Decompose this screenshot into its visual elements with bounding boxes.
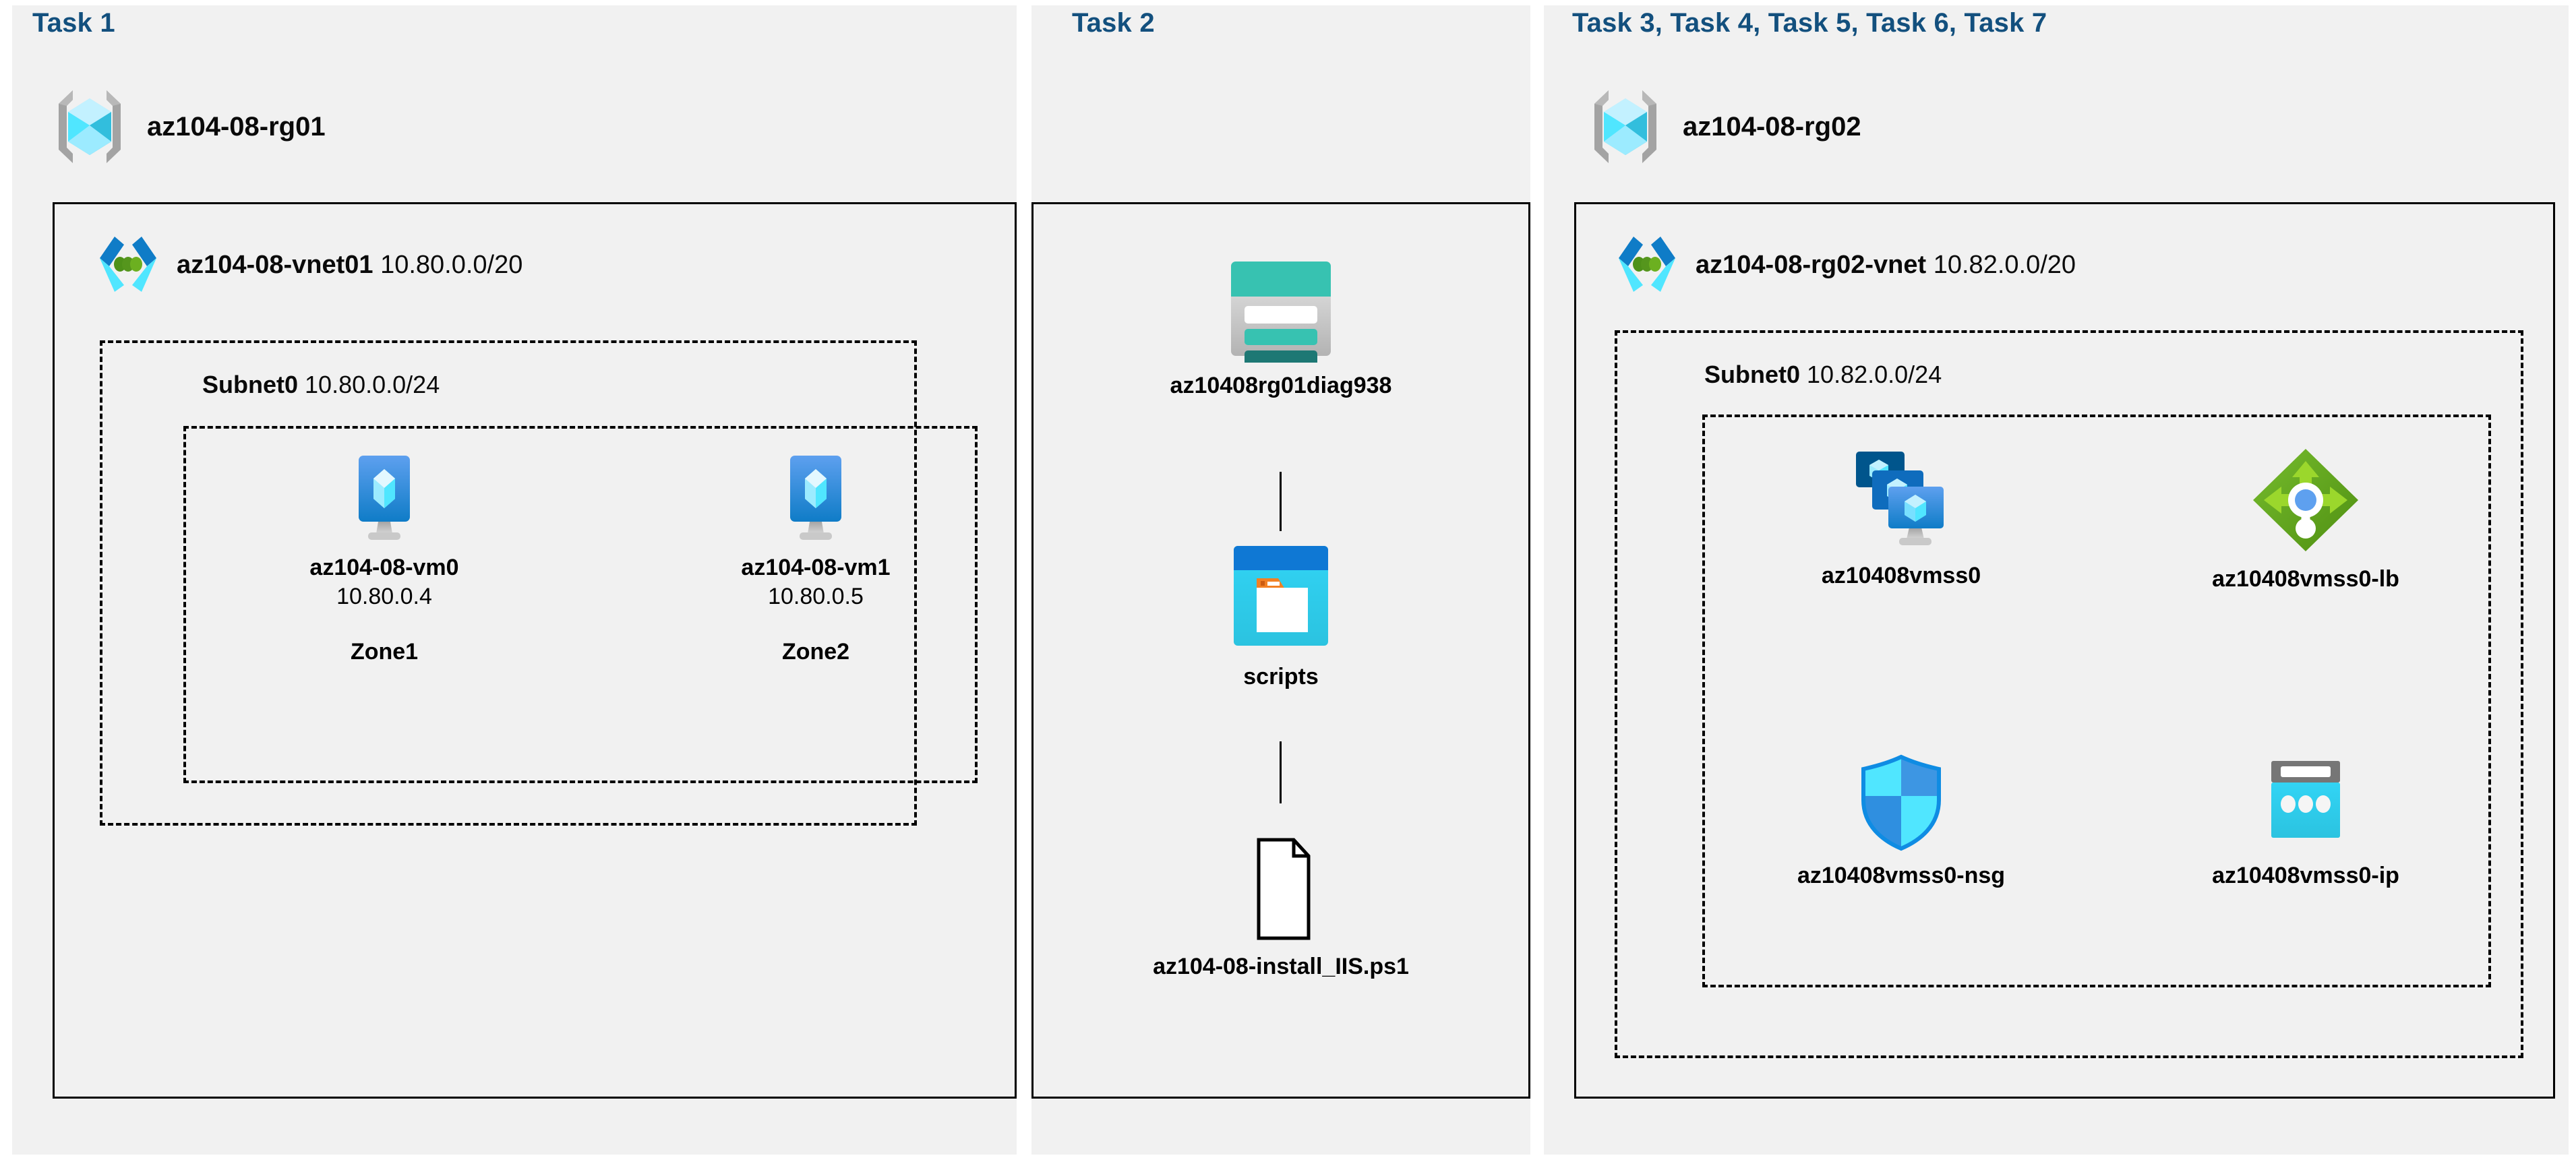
- virtual-machine-icon: [775, 452, 856, 545]
- zone-group-box-task1: [183, 426, 978, 783]
- subnet-cidr-task3: 10.82.0.0/24: [1807, 361, 1942, 388]
- vm-ip-0: 10.80.0.4: [336, 584, 432, 610]
- vnet-name-rg02-vnet: az104-08-rg02-vnet: [1696, 250, 1927, 279]
- script-file-name: az104-08-install_IIS.ps1: [1153, 954, 1409, 979]
- vmss-node: az10408vmss0: [1739, 445, 2063, 590]
- resource-group-name-rg01: az104-08-rg01: [147, 111, 326, 142]
- public-ip-node: az10408vmss0-ip: [2144, 751, 2467, 890]
- vnet-label-rg02-vnet: az104-08-rg02-vnet 10.82.0.0/20: [1696, 251, 2076, 280]
- vnet-box-rg02-vnet: [1574, 202, 2555, 1099]
- load-balancer-icon: [2249, 445, 2362, 556]
- connector-container-to-script: [1280, 741, 1282, 803]
- connector-storage-to-container: [1280, 472, 1282, 531]
- vm-zone-1: Zone2: [781, 638, 850, 665]
- vm-node-1: az104-08-vm1 10.80.0.5 Zone2: [715, 452, 917, 665]
- subnet-name-task3: Subnet0: [1704, 361, 1801, 388]
- virtual-machine-icon: [344, 452, 425, 545]
- blob-container-icon: [1220, 539, 1342, 654]
- resource-group-row-rg02: az104-08-rg02: [1586, 86, 1861, 167]
- nsg-node: az10408vmss0-nsg: [1739, 751, 2063, 890]
- virtual-network-icon: [94, 233, 162, 297]
- subnet-cidr-task1: 10.80.0.0/24: [305, 371, 440, 398]
- public-ip-name: az10408vmss0-ip: [2212, 863, 2399, 888]
- vm-name-0: az104-08-vm0: [309, 555, 459, 580]
- blob-container-name: scripts: [1243, 664, 1319, 689]
- nsg-name: az10408vmss0-nsg: [1797, 863, 2006, 888]
- resource-group-icon: [50, 86, 129, 167]
- vm-name-1: az104-08-vm1: [741, 555, 891, 580]
- resource-group-row-rg01: az104-08-rg01: [50, 86, 326, 167]
- vnet-box-vnet01: [53, 202, 1017, 1099]
- subnet-box-task1: [100, 340, 917, 826]
- storage-account-node: az10408rg01diag938: [1112, 255, 1449, 400]
- subnet-name-task1: Subnet0: [202, 371, 299, 398]
- storage-account-name: az10408rg01diag938: [1170, 373, 1392, 398]
- resource-group-icon: [1586, 86, 1665, 167]
- vm-node-0: az104-08-vm0 10.80.0.4 Zone1: [283, 452, 485, 665]
- public-ip-address-icon: [2256, 751, 2355, 853]
- task2-title: Task 2: [1072, 8, 1155, 38]
- resource-group-inner-box-task3: [1702, 415, 2491, 987]
- vnet-row-rg02-vnet: az104-08-rg02-vnet 10.82.0.0/20: [1613, 233, 2076, 297]
- load-balancer-name: az10408vmss0-lb: [2212, 566, 2399, 592]
- vnet-cidr-vnet01: 10.80.0.0/20: [380, 250, 523, 279]
- subnet-label-task1: Subnet0 10.80.0.0/24: [202, 371, 440, 399]
- vnet-cidr-rg02-vnet: 10.82.0.0/20: [1933, 250, 2076, 279]
- task3-7-title: Task 3, Task 4, Task 5, Task 6, Task 7: [1572, 8, 2047, 38]
- blob-container-node: scripts: [1112, 539, 1449, 691]
- subnet-box-task3: [1615, 330, 2523, 1058]
- vnet-label-vnet01: az104-08-vnet01 10.80.0.0/20: [177, 251, 522, 280]
- script-file-node: az104-08-install_IIS.ps1: [1112, 836, 1449, 981]
- task1-title: Task 1: [32, 8, 115, 38]
- load-balancer-node: az10408vmss0-lb: [2144, 445, 2467, 593]
- vm-zone-0: Zone1: [350, 638, 419, 665]
- storage-account-icon: [1222, 255, 1340, 363]
- network-security-group-icon: [1857, 751, 1946, 853]
- vnet-name-vnet01: az104-08-vnet01: [177, 250, 373, 279]
- vmss-name: az10408vmss0: [1821, 563, 1981, 588]
- vm-scale-set-icon: [1844, 445, 1958, 553]
- resource-group-name-rg02: az104-08-rg02: [1683, 111, 1861, 142]
- subnet-label-task3: Subnet0 10.82.0.0/24: [1704, 361, 1942, 389]
- virtual-network-icon: [1613, 233, 1681, 297]
- vm-ip-1: 10.80.0.5: [768, 584, 864, 610]
- script-file-icon: [1230, 836, 1331, 944]
- vnet-row-vnet01: az104-08-vnet01 10.80.0.0/20: [94, 233, 522, 297]
